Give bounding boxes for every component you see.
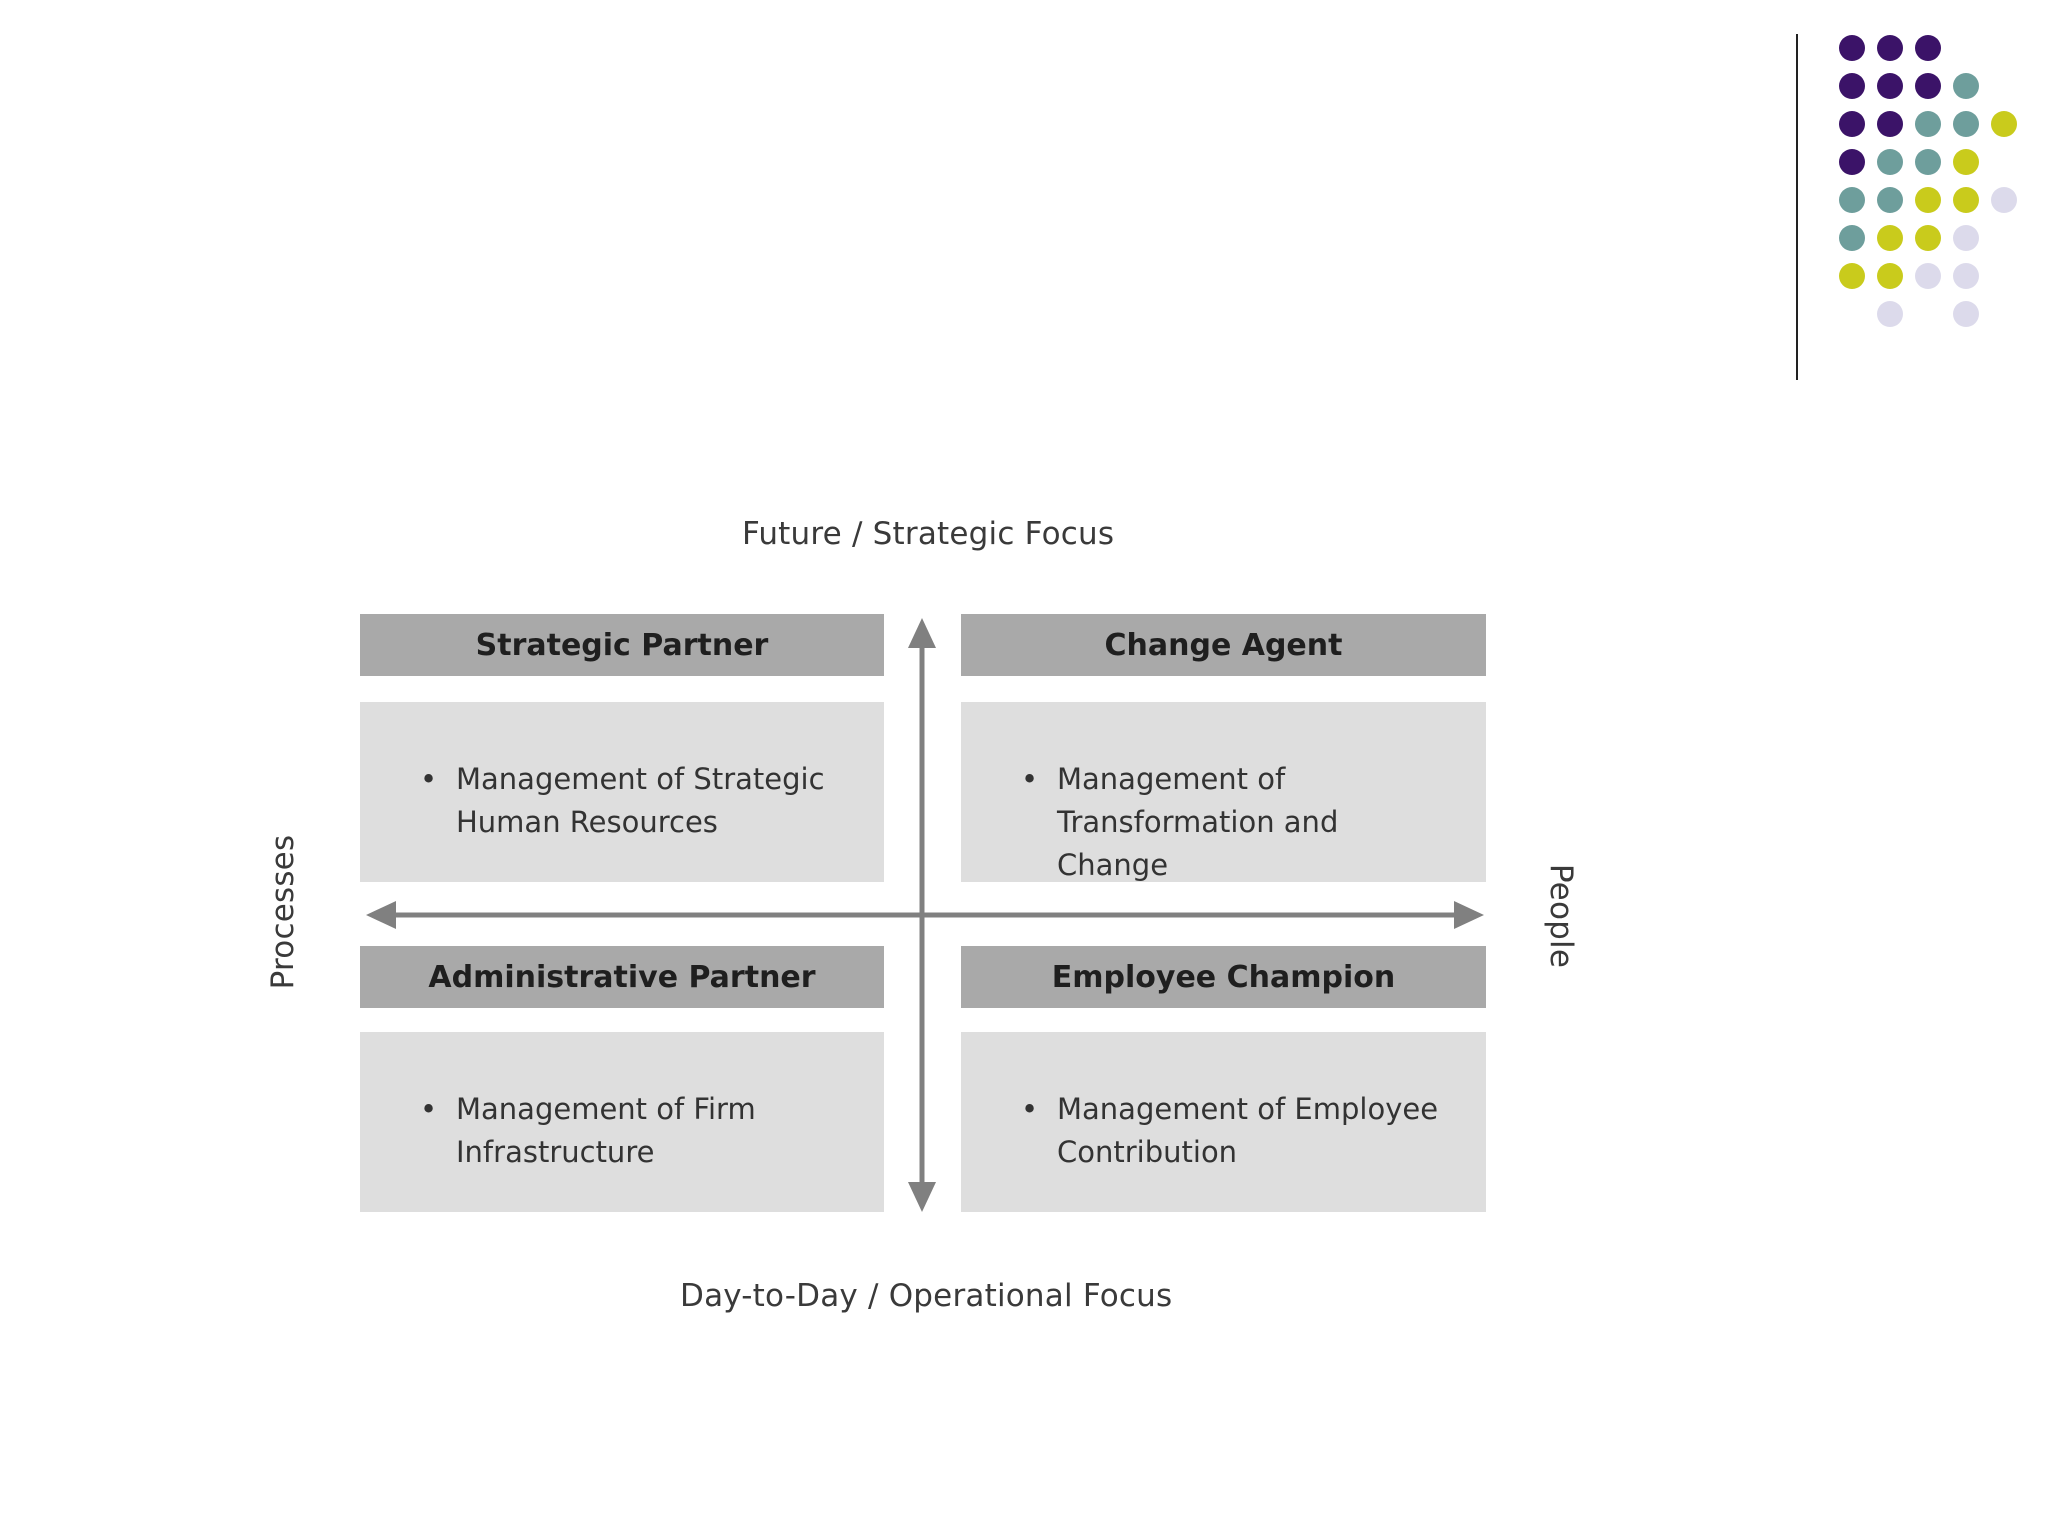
- quadrant-body-employee-champion: • Management of Employee Contribution: [961, 1032, 1486, 1212]
- quadrant-header-employee-champion: Employee Champion: [961, 946, 1486, 1008]
- decorative-dot: [1839, 111, 1865, 137]
- quadrant-text-line: Management of Firm: [456, 1092, 756, 1126]
- decorative-dot: [1839, 149, 1865, 175]
- quadrant-header-strategic-partner: Strategic Partner: [360, 614, 884, 676]
- decorative-dot: [1953, 225, 1979, 251]
- decorative-dot: [1953, 301, 1979, 327]
- decorative-dot: [1839, 73, 1865, 99]
- decorative-dot: [1877, 187, 1903, 213]
- decorative-dot: [1991, 187, 2017, 213]
- arrow-up-icon: [908, 618, 936, 648]
- decorative-dot: [1877, 263, 1903, 289]
- quadrant-text-line: Contribution: [1057, 1135, 1238, 1169]
- decorative-dot: [1839, 225, 1865, 251]
- decorative-dot: [1839, 187, 1865, 213]
- arrow-left-icon: [366, 901, 396, 929]
- axis-label-future-strategic: Future / Strategic Focus: [742, 516, 1115, 552]
- quadrant-text-line: Infrastructure: [456, 1135, 655, 1169]
- decorative-dot: [1915, 225, 1941, 251]
- arrow-down-icon: [908, 1182, 936, 1212]
- bullet-icon: •: [420, 1092, 438, 1126]
- quadrant-text-line: Management of Strategic: [456, 762, 825, 796]
- quadrant-text-line: Management of Employee: [1057, 1092, 1439, 1126]
- decorative-dot: [1877, 149, 1903, 175]
- decorative-dot: [1915, 111, 1941, 137]
- decorative-dot: [1991, 111, 2017, 137]
- decorative-dot: [1915, 263, 1941, 289]
- axis-label-operational: Day-to-Day / Operational Focus: [680, 1278, 1173, 1314]
- decorative-dot: [1877, 225, 1903, 251]
- vertical-divider-line: [1796, 34, 1798, 380]
- arrow-right-icon: [1454, 901, 1484, 929]
- decorative-dot: [1839, 263, 1865, 289]
- decorative-dot: [1915, 73, 1941, 99]
- bullet-icon: •: [420, 762, 438, 796]
- decorative-dot: [1915, 187, 1941, 213]
- quadrant-header-administrative-partner: Administrative Partner: [360, 946, 884, 1008]
- quadrant-text-line: Management of: [1057, 762, 1286, 796]
- bullet-icon: •: [1021, 1092, 1039, 1126]
- decorative-dot: [1877, 73, 1903, 99]
- decorative-dot: [1915, 149, 1941, 175]
- decorative-dot: [1877, 301, 1903, 327]
- decorative-dot-pattern: [1839, 35, 2017, 327]
- quadrant-header-change-agent: Change Agent: [961, 614, 1486, 676]
- quadrant-text-line: Human Resources: [456, 805, 718, 839]
- decorative-dot: [1839, 35, 1865, 61]
- quadrant-body-change-agent: • Management of Transformation and Chang…: [961, 702, 1486, 882]
- decorative-dot: [1953, 111, 1979, 137]
- decorative-dot: [1877, 111, 1903, 137]
- decorative-dot: [1953, 187, 1979, 213]
- quadrant-body-strategic-partner: • Management of Strategic Human Resource…: [360, 702, 884, 882]
- decorative-dot: [1953, 263, 1979, 289]
- quadrant-body-administrative-partner: • Management of Firm Infrastructure: [360, 1032, 884, 1212]
- decorative-dot: [1953, 73, 1979, 99]
- decorative-dot: [1877, 35, 1903, 61]
- decorative-dot: [1953, 149, 1979, 175]
- decorative-dot: [1915, 35, 1941, 61]
- quadrant-text-line: Transformation and Change: [1057, 805, 1339, 882]
- bullet-icon: •: [1021, 762, 1039, 796]
